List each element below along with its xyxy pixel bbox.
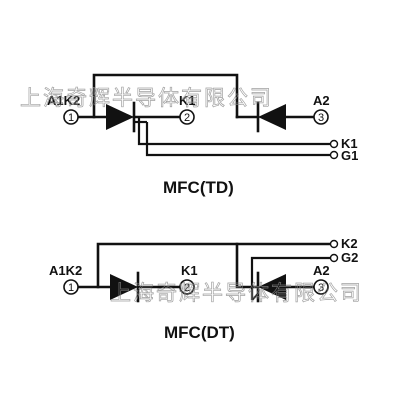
td-a2-label: A2 — [313, 93, 330, 108]
dt-pin1-number: 1 — [68, 282, 74, 294]
dt-k1-label: K1 — [181, 263, 198, 278]
dt-gate-g2-terminal — [329, 253, 339, 263]
td-gate-g1-label: G1 — [341, 148, 358, 163]
dt-gate-stub — [251, 293, 259, 301]
dt-pin3-number: 3 — [318, 282, 324, 294]
dt-pin2-number: 2 — [184, 282, 190, 294]
circuit-dt: 1 2 3 A1K2 K1 A2 K2 G2 MFC(DT) — [49, 236, 358, 342]
td-gate-g1-wire — [145, 122, 330, 157]
td-k1-label: K1 — [179, 93, 196, 108]
dt-top-bus-wire — [96, 242, 332, 289]
dt-a1k2-label: A1K2 — [49, 263, 82, 278]
td-thyristor2-triangle — [258, 104, 286, 130]
dt-thyristor1-triangle — [110, 274, 138, 300]
dt-gate-g2-label: G2 — [341, 250, 358, 265]
dt-pin2-terminal — [179, 279, 195, 295]
td-gate-k1-terminal — [329, 139, 339, 149]
dt-gate-k2-terminal — [329, 239, 339, 249]
td-gate-k1-label: K1 — [341, 136, 358, 151]
td-pin1-number: 1 — [68, 112, 74, 124]
td-pin1-terminal — [63, 109, 79, 125]
td-pin2-number: 2 — [184, 112, 190, 124]
td-gate-k1-wire — [137, 117, 330, 146]
dt-a2-label: A2 — [313, 263, 330, 278]
watermark-top: 上海奇辉半导体有限公司 — [20, 86, 273, 110]
td-thyristor1-triangle — [106, 104, 134, 130]
td-a1k2-label: A1K2 — [47, 93, 80, 108]
dt-pin3-terminal — [313, 279, 329, 295]
dt-pin1-terminal — [63, 279, 79, 295]
td-pin3-terminal — [313, 109, 329, 125]
dt-thyristor2-triangle — [258, 274, 286, 300]
dt-gate-g2-wire — [250, 256, 330, 300]
watermark-bottom: 上海奇辉半导体有限公司 — [110, 281, 363, 305]
td-pin2-terminal — [179, 109, 195, 125]
dt-gate-k2-label: K2 — [341, 236, 358, 251]
td-top-bus-wire — [92, 73, 239, 119]
td-pin3-number: 3 — [318, 112, 324, 124]
dt-title: MFC(DT) — [164, 323, 235, 342]
circuit-td: 1 2 3 A1K2 K1 A2 K1 G1 MFC(TD) — [47, 73, 358, 197]
td-gate-g1-terminal — [329, 150, 339, 160]
td-title: MFC(TD) — [163, 178, 234, 197]
